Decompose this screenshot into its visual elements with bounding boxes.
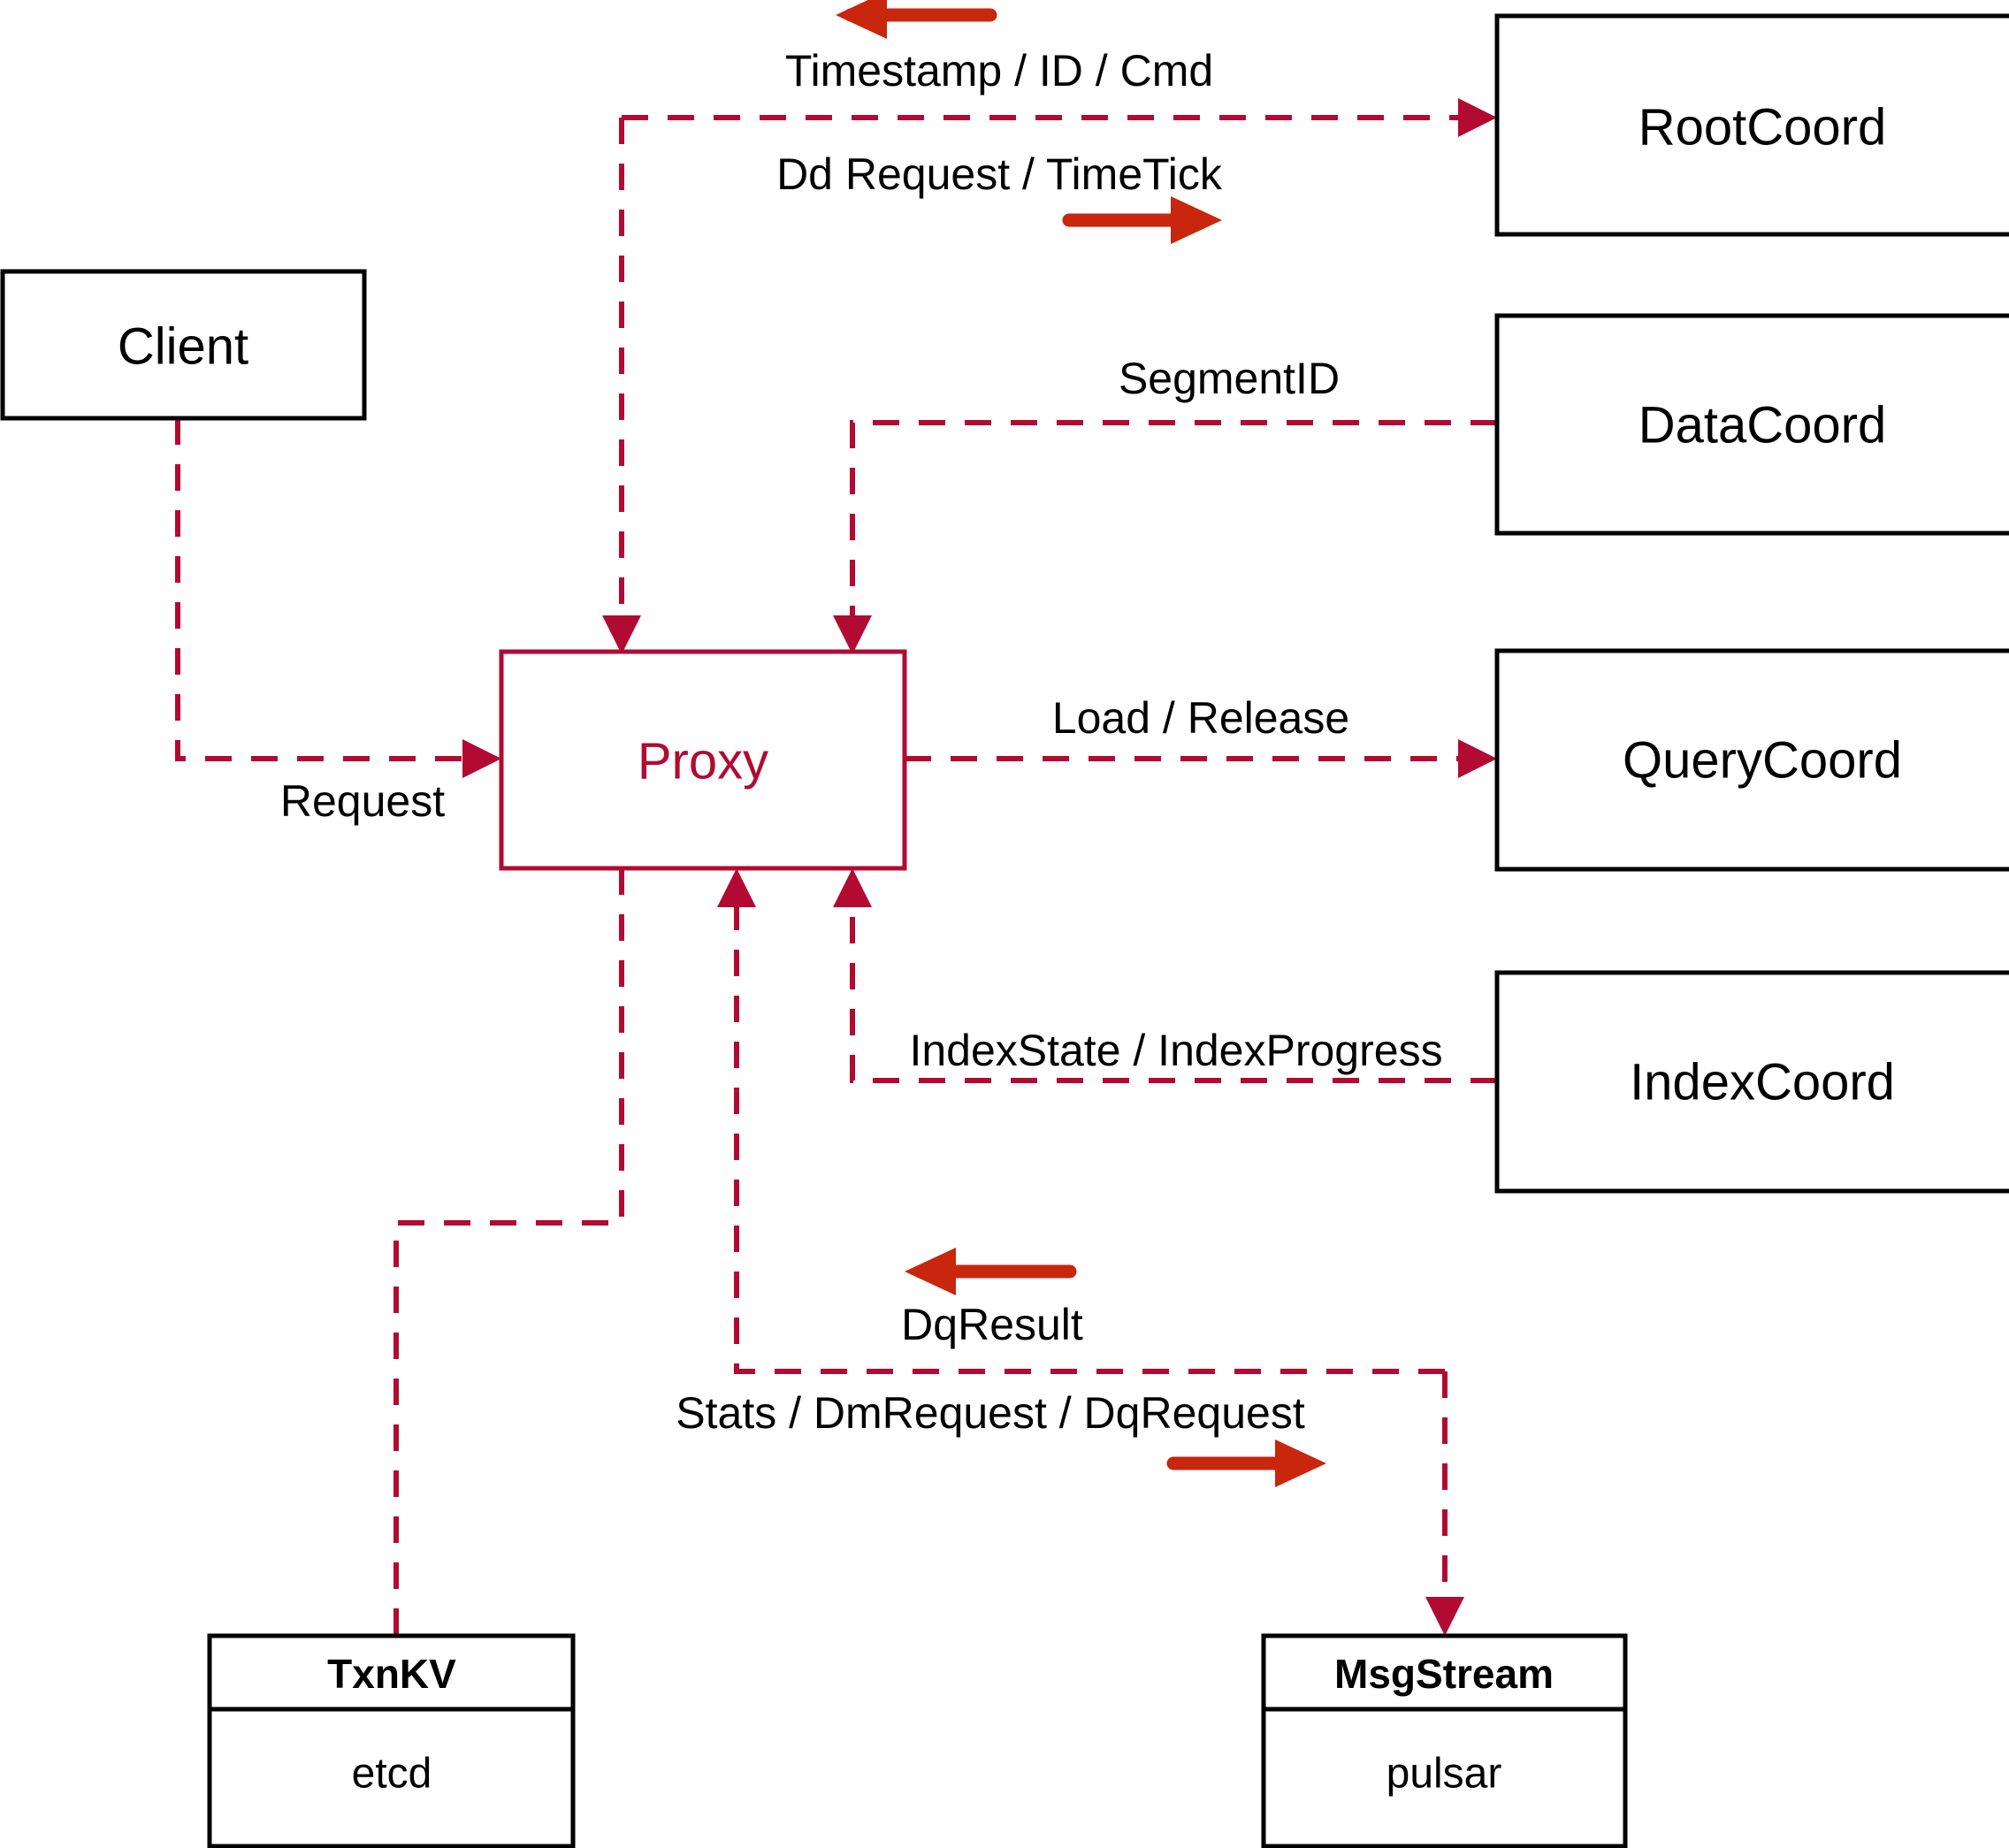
msgstream-box[interactable]: [1261, 1633, 1628, 1848]
direction-arrow-dd-request-right: [1062, 196, 1222, 244]
node-proxy[interactable]: Proxy: [499, 649, 907, 871]
edge-line-txnkv: [393, 868, 624, 1636]
edge-label-dd-request-timetick: Dd Request / TimeTick: [776, 149, 1223, 199]
direction-arrow-dqresult-left: [905, 1248, 1077, 1295]
arrowhead-to-proxy-bottom-left: [717, 868, 756, 907]
client-label: Client: [118, 318, 248, 376]
node-rootcoord[interactable]: RootCoord: [1494, 13, 2009, 237]
rootcoord-box[interactable]: [1494, 13, 2009, 237]
arrowhead-to-proxy-left: [462, 739, 501, 778]
querycoord-box[interactable]: [1494, 648, 2009, 872]
txnkv-title: TxnKV: [327, 1651, 456, 1697]
node-txnkv[interactable]: TxnKV etcd: [207, 1633, 576, 1848]
arrow-head-2: [1171, 196, 1222, 244]
datacoord-box[interactable]: [1494, 313, 2009, 536]
arrow-head-1: [836, 0, 887, 39]
client-box[interactable]: [0, 269, 367, 421]
edge-load-release: [905, 739, 1497, 778]
arrowhead-to-msgstream: [1425, 1597, 1464, 1636]
arrowhead-to-proxy-bottom-right: [833, 868, 872, 907]
node-client[interactable]: Client: [0, 269, 367, 421]
edge-index-state-progress: [833, 868, 1497, 1083]
edge-dq-result: [717, 868, 1445, 1374]
msgstream-impl-label: pulsar: [1386, 1751, 1502, 1798]
node-querycoord[interactable]: QueryCoord: [1494, 648, 2009, 872]
arrowhead-to-proxy-top-left: [602, 615, 641, 654]
arrowhead-to-querycoord: [1458, 739, 1497, 778]
edge-label-segment-id: SegmentID: [1119, 354, 1340, 403]
edge-segment-id: [833, 420, 1497, 654]
edge-proxy-txnkv: [393, 868, 624, 1636]
msgstream-title: MsgStream: [1334, 1651, 1554, 1697]
edge-label-index-state-progress: IndexState / IndexProgress: [909, 1026, 1442, 1075]
node-indexcoord[interactable]: IndexCoord: [1494, 970, 2009, 1194]
edge-line-dqresult: [734, 895, 1445, 1374]
edge-line-request: [175, 418, 477, 761]
edge-label-load-release: Load / Release: [1052, 693, 1349, 743]
edge-label-timestamp-id-cmd: Timestamp / ID / Cmd: [785, 46, 1213, 95]
edge-request: [175, 418, 501, 778]
arrowhead-to-rootcoord: [1458, 98, 1497, 137]
querycoord-label: QueryCoord: [1623, 732, 1902, 790]
edge-label-request: Request: [280, 776, 445, 826]
datacoord-label: DataCoord: [1639, 397, 1886, 454]
edge-timestamp-id-cmd: [602, 118, 641, 654]
direction-arrow-timestamp-left: [836, 0, 997, 39]
node-datacoord[interactable]: DataCoord: [1494, 313, 2009, 536]
arrowhead-to-proxy-top-right: [833, 615, 872, 654]
edge-label-dq-result: DqResult: [901, 1300, 1083, 1349]
edge-dd-request-timetick: [622, 98, 1497, 137]
rootcoord-label: RootCoord: [1639, 99, 1886, 157]
node-msgstream[interactable]: MsgStream pulsar: [1261, 1633, 1628, 1848]
arrow-head-4: [1275, 1439, 1326, 1487]
indexcoord-label: IndexCoord: [1630, 1054, 1895, 1111]
arrow-head-3: [905, 1248, 956, 1295]
edge-label-stats-dm-dq-request: Stats / DmRequest / DqRequest: [676, 1388, 1305, 1438]
proxy-label: Proxy: [638, 733, 768, 790]
edge-line-indexstate: [850, 895, 1497, 1083]
proxy-box[interactable]: [499, 649, 907, 871]
txnkv-box[interactable]: [207, 1633, 576, 1848]
edge-stats-dm-dq-request: [1425, 1371, 1464, 1636]
txnkv-impl-label: etcd: [352, 1751, 432, 1798]
edge-line-segmentid: [850, 420, 1497, 628]
direction-arrow-stats-right: [1166, 1439, 1326, 1487]
indexcoord-box[interactable]: [1494, 970, 2009, 1194]
